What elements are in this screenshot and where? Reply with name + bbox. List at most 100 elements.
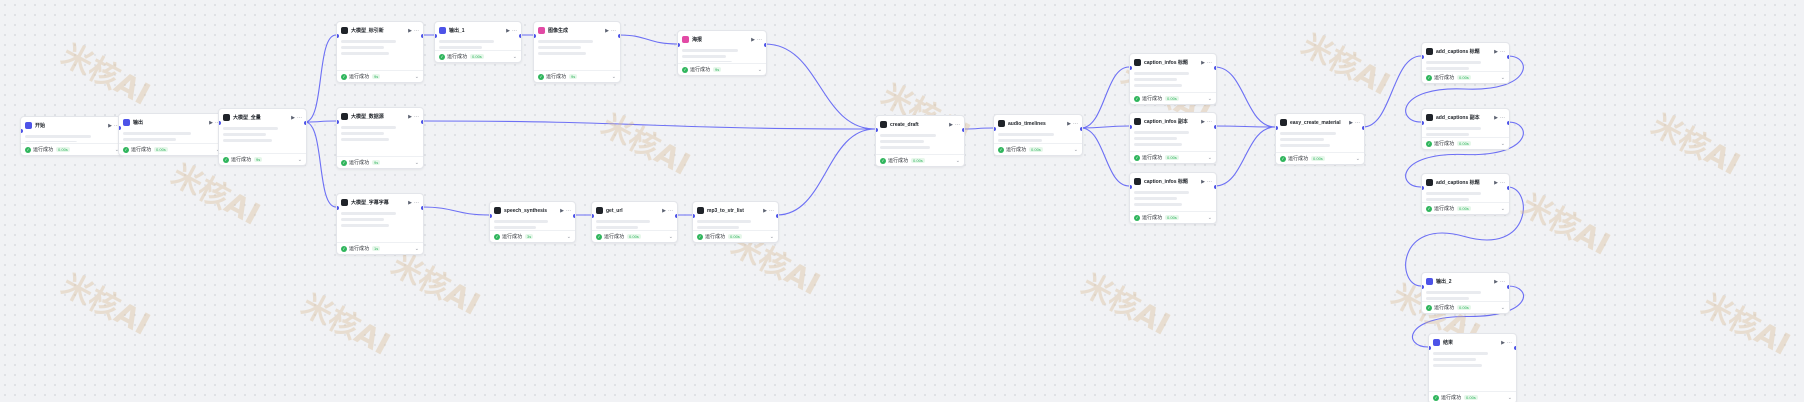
chevron-down-icon[interactable]: ⌄: [955, 157, 960, 164]
node-cap1[interactable]: caption_infos 标题 ▶ ⋯ ✓ 运行成功 0.00s ⌄: [1129, 53, 1217, 105]
run-icon[interactable]: ▶: [209, 119, 213, 126]
input-port[interactable]: [1422, 55, 1424, 59]
run-icon[interactable]: ▶: [408, 27, 412, 34]
chevron-down-icon[interactable]: ⌄: [566, 233, 571, 240]
run-icon[interactable]: ▶: [1501, 339, 1505, 346]
run-icon[interactable]: ▶: [1349, 119, 1353, 126]
chevron-down-icon[interactable]: ⌄: [414, 159, 419, 166]
node-status-bar[interactable]: ✓ 运行成功 0.00s ⌄: [592, 230, 677, 242]
node-status-bar[interactable]: ✓ 运行成功 0.00s ⌄: [1422, 137, 1509, 149]
edge-audio-cap2[interactable]: [1080, 125, 1130, 129]
node-geturl[interactable]: get_url ▶ ⋯ ✓ 运行成功 0.00s ⌄: [591, 201, 678, 243]
output-port[interactable]: [1214, 66, 1216, 70]
edge-llm_all-llm_sub[interactable]: [304, 121, 337, 208]
output-port[interactable]: [1080, 127, 1082, 131]
chevron-down-icon[interactable]: ⌄: [1207, 95, 1212, 102]
input-port[interactable]: [1422, 186, 1424, 190]
edge-llm_all-llm_title[interactable]: [304, 34, 337, 123]
chevron-down-icon[interactable]: ⌄: [611, 73, 616, 80]
edge-llm_all-llm_cover[interactable]: [304, 120, 337, 123]
output-port[interactable]: [573, 214, 575, 218]
node-add3[interactable]: add_captions 标题 ▶ ⋯ ✓ 运行成功 0.00s ⌄: [1421, 173, 1510, 215]
chevron-down-icon[interactable]: ⌄: [216, 147, 220, 153]
more-icon[interactable]: ⋯: [1500, 114, 1505, 121]
input-port[interactable]: [1422, 285, 1424, 289]
chevron-down-icon[interactable]: ⌄: [297, 156, 302, 163]
edge-llm_cover-draft[interactable]: [421, 120, 876, 130]
output-port[interactable]: [1507, 285, 1509, 289]
node-status-bar[interactable]: ✓ 运行成功 9s ⌄: [337, 156, 423, 168]
node-status-bar[interactable]: ✓ 运行成功 3s ⌄: [490, 230, 575, 242]
node-status-bar[interactable]: ✓ 运行成功 0.00s ⌄: [119, 143, 224, 155]
output-port[interactable]: [1362, 126, 1364, 130]
more-icon[interactable]: ⋯: [1207, 118, 1212, 125]
chevron-down-icon[interactable]: ⌄: [1207, 154, 1212, 161]
more-icon[interactable]: ⋯: [566, 207, 571, 214]
node-draft[interactable]: create_draft ▶ ⋯ ✓ 运行成功 0.00s ⌄: [875, 115, 965, 167]
input-port[interactable]: [678, 43, 680, 47]
input-port[interactable]: [1276, 126, 1278, 130]
node-cap3[interactable]: caption_infos 标题 ▶ ⋯ ✓ 运行成功 0.00s ⌄: [1129, 172, 1217, 224]
input-port[interactable]: [1422, 121, 1424, 125]
more-icon[interactable]: ⋯: [769, 207, 774, 214]
input-port[interactable]: [876, 128, 878, 132]
chevron-down-icon[interactable]: ⌄: [1500, 304, 1505, 311]
output-port[interactable]: [675, 214, 677, 218]
run-icon[interactable]: ▶: [1494, 114, 1498, 121]
output-port[interactable]: [1214, 125, 1216, 129]
run-icon[interactable]: ▶: [1494, 278, 1498, 285]
edge-llm_sub-speech[interactable]: [421, 206, 490, 216]
node-llm_cover[interactable]: 大模型_数据源 ▶ ⋯ ✓ 运行成功 9s ⌄: [336, 107, 424, 169]
input-port[interactable]: [994, 127, 996, 131]
node-status-bar[interactable]: ✓ 运行成功 9s ⌄: [678, 63, 766, 75]
chevron-down-icon[interactable]: ⌄: [668, 233, 673, 240]
output-port[interactable]: [776, 214, 778, 218]
node-status-bar[interactable]: ✓ 运行成功 9s ⌄: [337, 70, 423, 82]
node-status-bar[interactable]: ✓ 运行成功 0.00s ⌄: [1422, 301, 1509, 313]
input-port[interactable]: [693, 214, 695, 218]
node-poster[interactable]: 海报 ▶ ⋯ ✓ 运行成功 9s ⌄: [677, 30, 767, 76]
node-status-bar[interactable]: ✓ 运行成功 0.00s ⌄: [876, 154, 964, 166]
chevron-down-icon[interactable]: ⌄: [1207, 214, 1212, 221]
run-icon[interactable]: ▶: [1201, 178, 1205, 185]
run-icon[interactable]: ▶: [662, 207, 666, 214]
node-llm_all[interactable]: 大模型_全量 ▶ ⋯ ✓ 运行成功 9s ⌄: [218, 108, 307, 166]
node-cap2[interactable]: caption_infos 副本 ▶ ⋯ ✓ 运行成功 0.00s ⌄: [1129, 112, 1217, 164]
output-port[interactable]: [519, 34, 521, 38]
more-icon[interactable]: ⋯: [1500, 179, 1505, 186]
output-port[interactable]: [421, 120, 423, 124]
input-port[interactable]: [21, 129, 23, 133]
input-port[interactable]: [534, 34, 536, 38]
chevron-down-icon[interactable]: ⌄: [1355, 155, 1360, 162]
node-speech[interactable]: speech_synthesis ▶ ⋯ ✓ 运行成功 3s ⌄: [489, 201, 576, 243]
output-port[interactable]: [962, 128, 964, 132]
input-port[interactable]: [1130, 125, 1132, 129]
node-status-bar[interactable]: ✓ 运行成功 9s ⌄: [219, 153, 306, 165]
edge-audio-cap1[interactable]: [1080, 66, 1130, 129]
more-icon[interactable]: ⋯: [1207, 59, 1212, 66]
more-icon[interactable]: ⋯: [414, 113, 419, 120]
edge-img-poster[interactable]: [618, 34, 678, 45]
edge-draft-audio[interactable]: [962, 127, 994, 130]
edge-add3-out3[interactable]: [1405, 186, 1524, 287]
more-icon[interactable]: ⋯: [414, 27, 419, 34]
run-icon[interactable]: ▶: [506, 27, 510, 34]
run-icon[interactable]: ▶: [751, 36, 755, 43]
input-port[interactable]: [490, 214, 492, 218]
output-port[interactable]: [421, 34, 423, 38]
node-status-bar[interactable]: ✓ 运行成功 0.00s ⌄: [435, 50, 521, 62]
more-icon[interactable]: ⋯: [215, 120, 220, 126]
edge-audio-cap3[interactable]: [1080, 127, 1130, 187]
run-icon[interactable]: ▶: [291, 114, 295, 121]
node-status-bar[interactable]: ✓ 运行成功 9s ⌄: [534, 70, 620, 82]
chevron-down-icon[interactable]: ⌄: [1507, 394, 1512, 401]
run-icon[interactable]: ▶: [408, 199, 412, 206]
more-icon[interactable]: ⋯: [1507, 339, 1512, 346]
node-llm_title[interactable]: 大模型_标引新 ▶ ⋯ ✓ 运行成功 9s ⌄: [336, 21, 424, 83]
output-port[interactable]: [1507, 55, 1509, 59]
node-out1[interactable]: 输出 ▶ ⋯ ✓ 运行成功 0.00s ⌄: [118, 113, 225, 156]
output-port[interactable]: [1514, 346, 1516, 350]
more-icon[interactable]: ⋯: [1207, 178, 1212, 185]
input-port[interactable]: [1429, 346, 1431, 350]
